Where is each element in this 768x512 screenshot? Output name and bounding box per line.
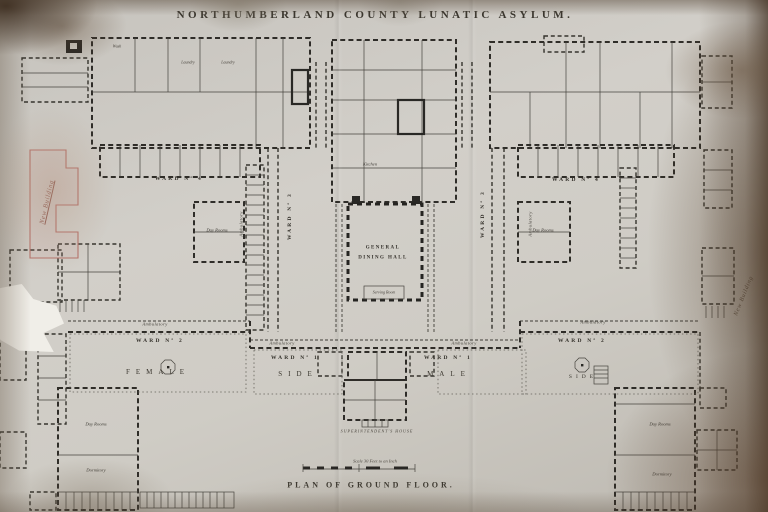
scale-note: Scale 30 Feet to an Inch	[353, 458, 397, 464]
female-side-label: FEMALE	[126, 368, 190, 376]
ambulatory-label-vertical-left: Ambulatory	[238, 211, 244, 237]
superintendents-house-label: SUPERINTENDENT'S HOUSE	[340, 428, 414, 434]
ambulatory-label-4: Ambulatory	[580, 319, 606, 325]
wash-house-label: Wash	[112, 43, 122, 49]
plan-caption: PLAN OF GROUND FLOOR.	[287, 480, 455, 490]
day-rooms-right-label: Day Rooms	[532, 227, 554, 233]
ward-1-right-label: WARD Nº 1	[424, 355, 472, 361]
kitchen-label: Kitchen	[362, 161, 378, 167]
central-structures	[315, 39, 473, 428]
dining-hall-label-2: DINING HALL	[358, 255, 408, 261]
airing-court-octagon-right	[574, 357, 590, 373]
ward-2-right-label: WARD Nº 2	[558, 338, 606, 344]
scale-bar	[302, 464, 416, 472]
dining-hall-label-1: GENERAL	[365, 245, 401, 251]
ambulatory-label-vertical-right: Ambulatory	[527, 211, 533, 237]
ward-4-left-label: WARD Nº 4	[155, 176, 203, 182]
ward-1-left-label: WARD Nº 1	[271, 355, 319, 361]
ambulatory-label-2: Ambulatory	[269, 340, 295, 346]
serving-room-label: Serving Room	[372, 289, 396, 295]
day-rooms-bottom-left-label: Day Rooms	[85, 421, 107, 427]
ward-3-left-label: WARD Nº 3	[287, 192, 293, 240]
ambulatory-label-3: Ambulatory	[451, 340, 477, 346]
dormitory-bottom-right-label: Dormitory	[652, 471, 672, 477]
ward-2-left-label: WARD Nº 2	[136, 338, 184, 344]
corridor-lines	[68, 320, 700, 395]
laundry-label-1: Laundry	[181, 59, 195, 65]
ward-3-right-label: WARD Nº 3	[480, 190, 486, 238]
right-wing-structures	[489, 35, 738, 511]
day-rooms-left-label: Day Rooms	[206, 227, 228, 233]
male-side-label: MALE	[427, 370, 471, 378]
laundry-label-2: Laundry	[221, 59, 235, 65]
ward-4-right-label: WARD Nº 4	[552, 177, 600, 183]
left-wing-structures	[0, 37, 311, 511]
dormitory-bottom-left-label: Dormitory	[86, 467, 106, 473]
plan-title: NORTHUMBERLAND COUNTY LUNATIC ASYLUM.	[176, 9, 574, 21]
ambulatory-label-1: Ambulatory	[142, 321, 168, 327]
side-label-inner-left: SIDE	[278, 370, 318, 378]
day-rooms-bottom-right-label: Day Rooms	[649, 421, 671, 427]
side-label-outer-right: SIDE	[568, 374, 598, 380]
